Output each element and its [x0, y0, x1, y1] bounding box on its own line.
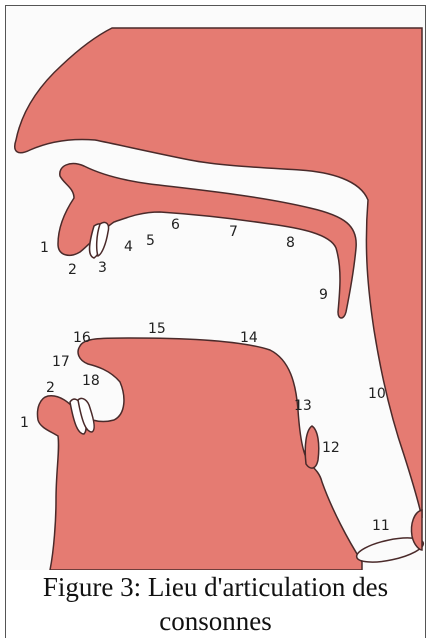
label-pharynx-10: 10	[368, 386, 386, 402]
label-epiglottis-12: 12	[322, 440, 340, 456]
label-upper-4: 4	[124, 239, 133, 255]
label-upper-6: 6	[171, 217, 180, 233]
label-upper-7: 7	[229, 224, 238, 240]
label-lower-2: 2	[46, 380, 55, 396]
label-root-13: 13	[294, 398, 312, 414]
upper-incisor-2	[97, 222, 109, 256]
epiglottis	[305, 426, 319, 468]
label-blade-16: 16	[73, 330, 91, 346]
label-lower-1: 1	[20, 415, 29, 431]
label-glottis-11: 11	[372, 518, 390, 534]
label-upper-1: 1	[40, 240, 49, 256]
label-upper-5: 5	[146, 233, 155, 249]
label-dorsum-14: 14	[240, 330, 258, 346]
label-underblade-18: 18	[82, 373, 100, 389]
label-upper-9: 9	[319, 287, 328, 303]
label-upper-2: 2	[68, 262, 77, 278]
figure-caption: Figure 3: Lieu d'articulation des conson…	[6, 570, 425, 638]
label-tip-17: 17	[52, 354, 70, 370]
label-upper-8: 8	[286, 235, 295, 251]
label-upper-3: 3	[98, 260, 107, 276]
label-tongue-15: 15	[148, 321, 166, 337]
